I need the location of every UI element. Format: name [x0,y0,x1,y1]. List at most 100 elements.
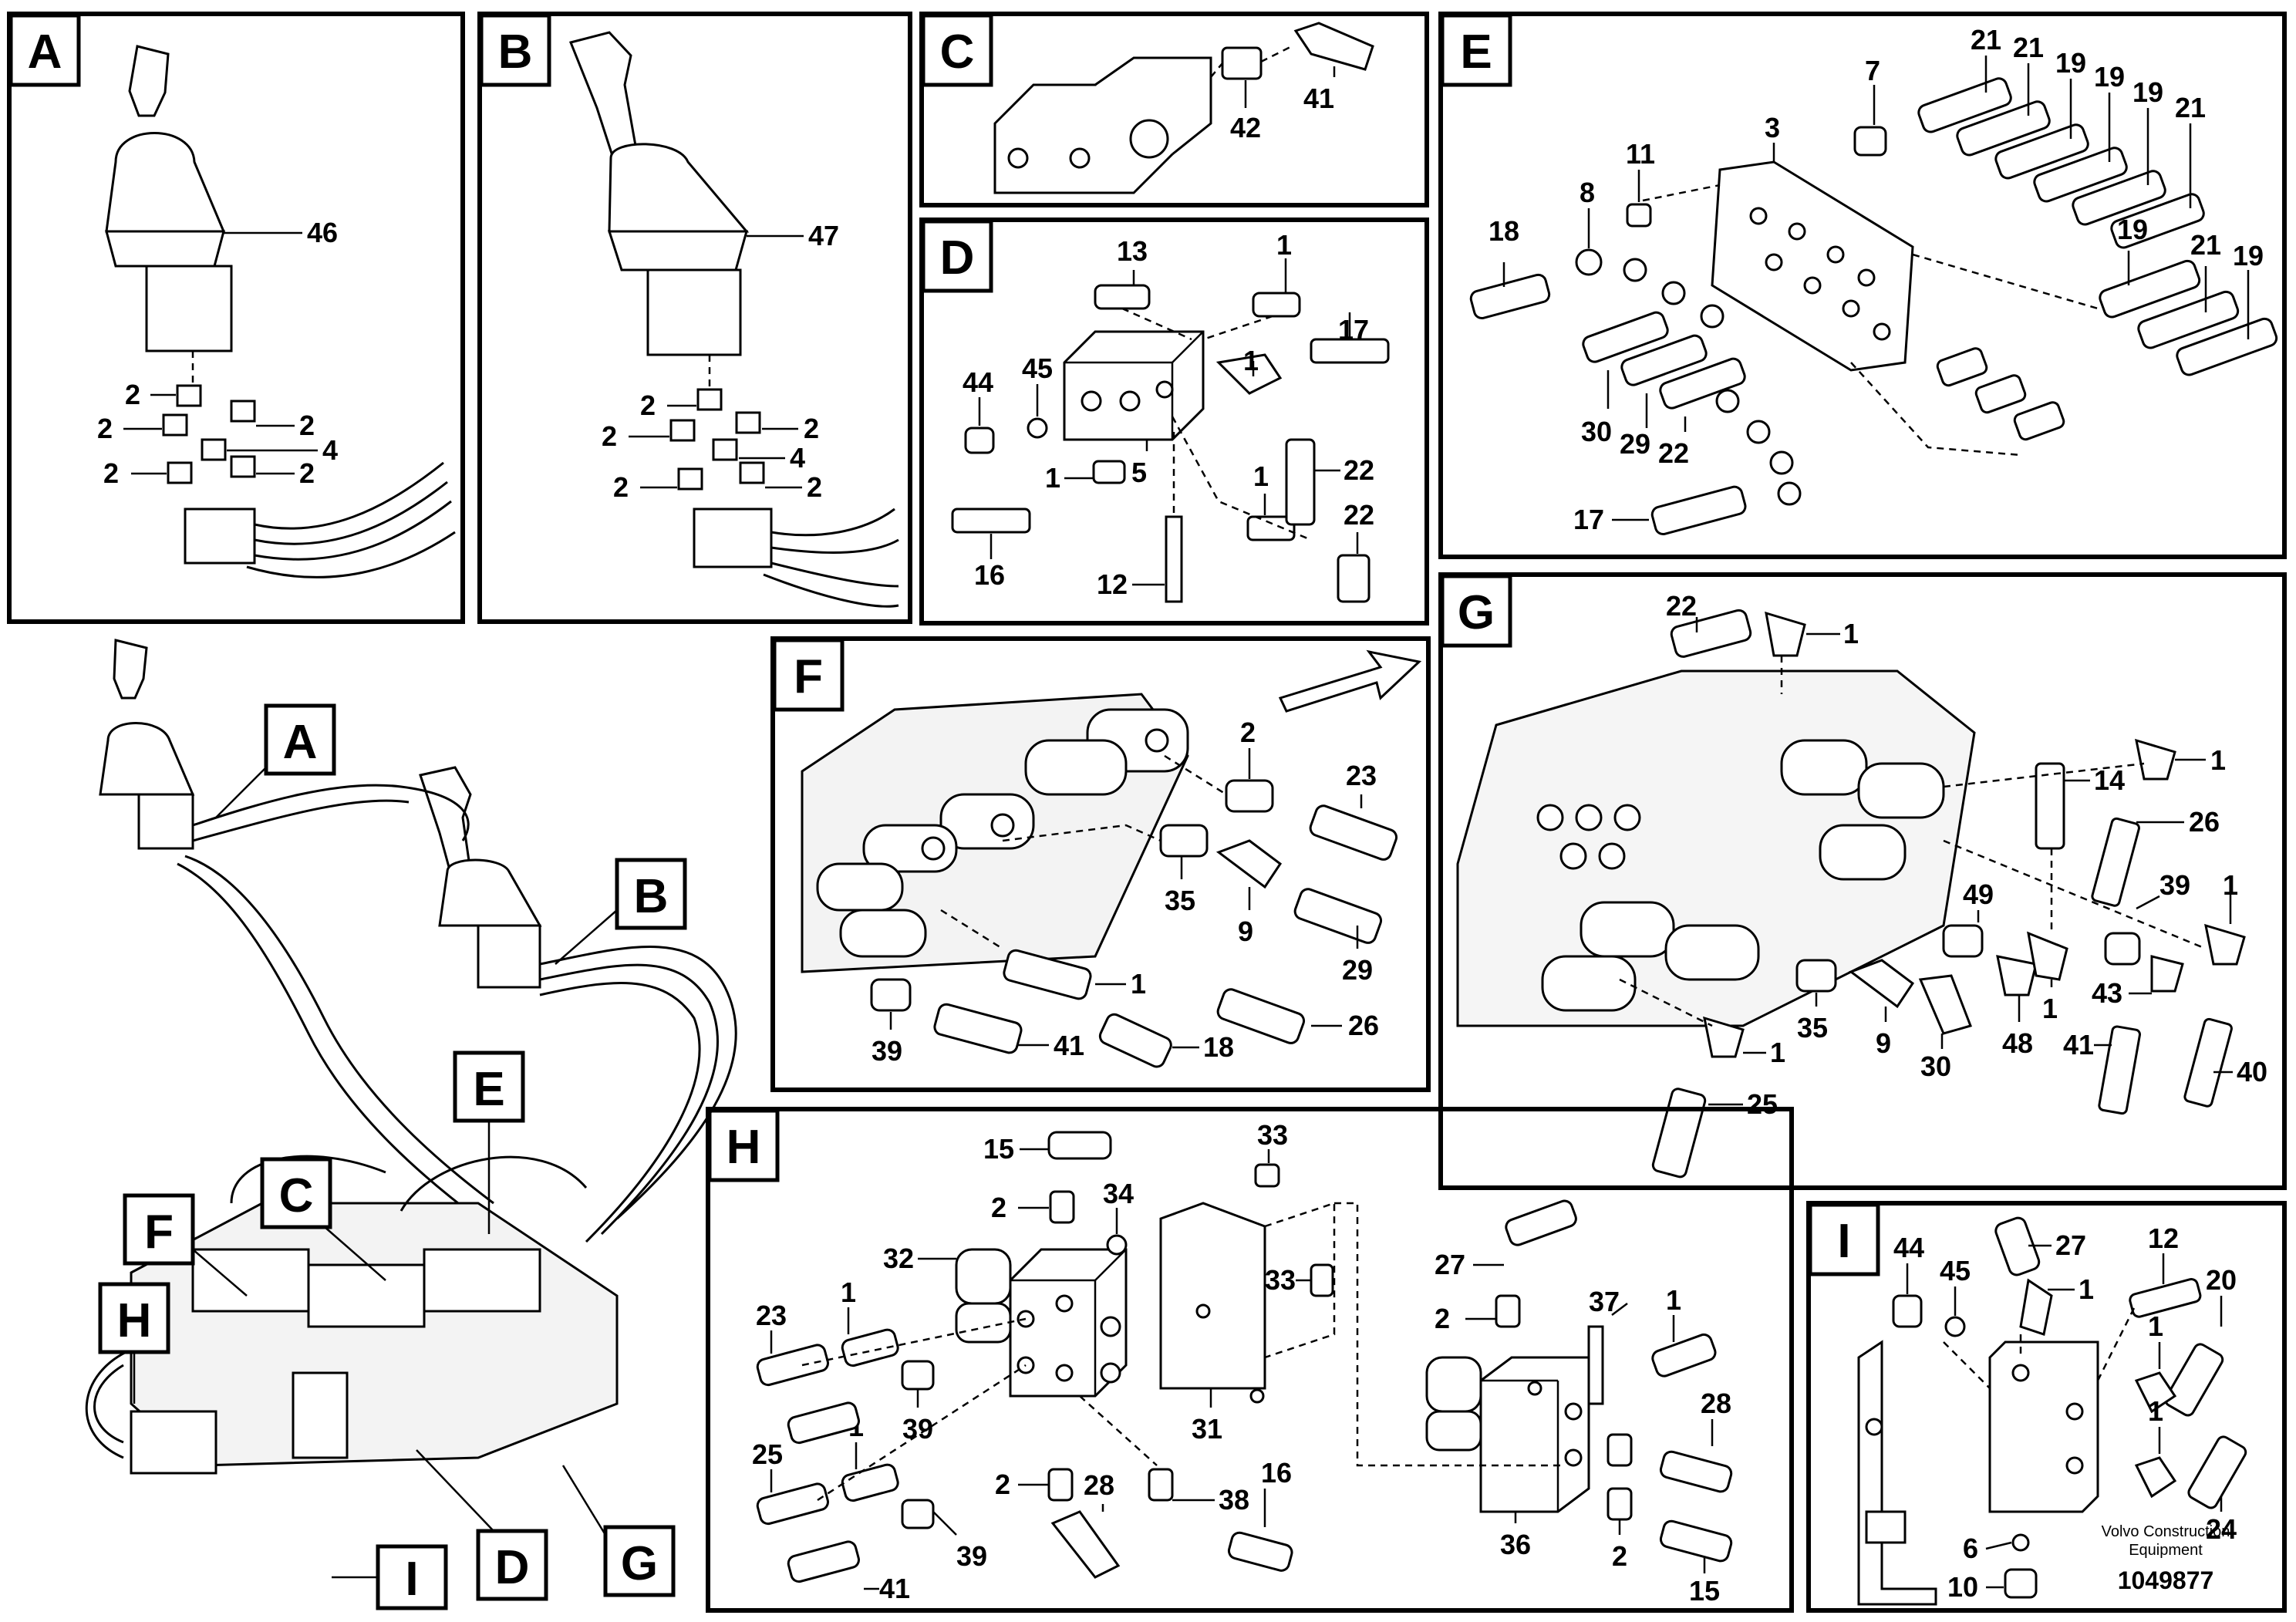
callout: 18 [1203,1031,1234,1063]
panel-g: G 22 1 1 14 26 39 1 49 [1438,572,2287,1190]
callout: 1 [2079,1273,2094,1305]
callout: 39 [872,1035,902,1067]
callout: 2 [613,471,629,503]
callout: 30 [1581,416,1612,447]
callout: 17 [1573,504,1604,535]
panel-i: I 44 45 27 1 12 20 1 1 24 [1806,1201,2287,1613]
callout: 6 [1963,1533,1978,1564]
callout: 38 [1219,1484,1249,1516]
callout: 2 [602,420,617,452]
callout: 2 [1435,1303,1450,1334]
callout: 2 [299,457,315,489]
callout: 2 [640,389,656,421]
callout: 10 [1947,1571,1978,1603]
callout: 22 [1666,590,1697,622]
credit-line1: Volvo Construction [2102,1523,2230,1540]
callout: 12 [1097,568,1128,600]
callout: 45 [1022,352,1053,384]
overview-tag-e: E [473,1063,504,1116]
callout: 22 [1344,499,1374,531]
callout: 19 [2117,214,2148,245]
callout: 9 [1876,1027,1891,1059]
panel-c: C 42 41 [919,12,1429,207]
callout: 39 [2159,869,2190,901]
callout: 35 [1797,1012,1828,1044]
overview-tag-a: A [283,716,318,769]
callout: 29 [1342,954,1373,986]
panel-b: B 47 2 2 2 2 2 4 [477,12,912,624]
callout: 15 [983,1133,1014,1165]
callout: 16 [1261,1457,1292,1489]
callout: 1 [1770,1037,1785,1068]
overview-tag-d: D [495,1541,530,1594]
callout: 33 [1265,1264,1296,1296]
callout: 1 [2210,744,2226,776]
callout: 2 [995,1469,1010,1500]
panel-tag-g: G [1458,586,1495,639]
callout: 23 [1346,760,1377,791]
callout: 11 [1626,138,1655,170]
callout: 2 [125,379,140,410]
callout: 19 [2233,240,2264,271]
callout: 5 [1131,457,1147,488]
callout: 12 [2148,1222,2179,1254]
callout: 21 [2013,32,2044,63]
callout: 19 [2132,76,2163,108]
callout: 1 [1243,345,1259,376]
overview-tag-g: G [621,1537,658,1590]
callout: 41 [879,1573,910,1604]
panel-a: A 46 2 2 2 2 2 4 [7,12,465,624]
callout: 41 [1303,83,1334,114]
callout: 2 [97,413,113,444]
callout: 39 [956,1540,987,1572]
callout: 33 [1257,1119,1288,1151]
panel-tag-i: I [1837,1215,1850,1268]
callout: 40 [2237,1056,2267,1088]
callout: 21 [1971,24,2001,56]
panel-tag-c: C [940,25,975,79]
callout: 19 [2055,47,2086,79]
panel-e: E 3 21 21 19 19 19 21 7 [1438,12,2287,559]
callout: 13 [1117,235,1148,267]
panel-f: F 2 23 35 9 29 1 39 [770,636,1431,1092]
callout: 41 [2063,1029,2094,1061]
callout: 47 [808,220,839,251]
callout: 19 [2094,61,2125,93]
callout: 45 [1940,1255,1971,1286]
callout: 42 [1230,112,1261,143]
callout: 41 [1054,1030,1084,1061]
callout: 1 [2223,869,2238,901]
panel-tag-h: H [727,1121,761,1174]
callout: 4 [322,434,338,466]
panel-tag-b: B [498,25,533,79]
callout: 20 [2206,1264,2237,1296]
callout: 1 [1843,618,1859,649]
callout: 2 [299,410,315,441]
document-number: 1049877 [2118,1566,2214,1594]
callout: 26 [1348,1010,1379,1041]
callout: 2 [991,1192,1006,1223]
panel-d: D 13 1 45 44 1 17 1 5 1 22 [919,218,1429,626]
callout: 1 [841,1276,856,1308]
callout: 34 [1103,1178,1134,1209]
callout: 2 [804,413,819,444]
callout: 1 [1276,229,1292,261]
panel-tag-d: D [940,231,975,285]
callout: 28 [1084,1469,1114,1501]
callout: 17 [1338,314,1369,346]
overview-tag-i: I [405,1553,418,1606]
callout: 37 [1589,1286,1620,1317]
overview-tag-h: H [117,1294,152,1347]
callout: 29 [1620,428,1650,460]
callout: 2 [1612,1540,1627,1572]
callout: 32 [883,1243,914,1274]
callout: 15 [1689,1575,1720,1607]
panel-tag-e: E [1460,25,1492,79]
callout: 30 [1920,1050,1951,1082]
callout: 2 [103,457,119,489]
callout: 16 [974,559,1005,591]
callout: 1 [2042,993,2058,1024]
overview-tag-b: B [634,870,669,923]
callout: 31 [1192,1413,1222,1445]
callout: 21 [2175,92,2206,123]
